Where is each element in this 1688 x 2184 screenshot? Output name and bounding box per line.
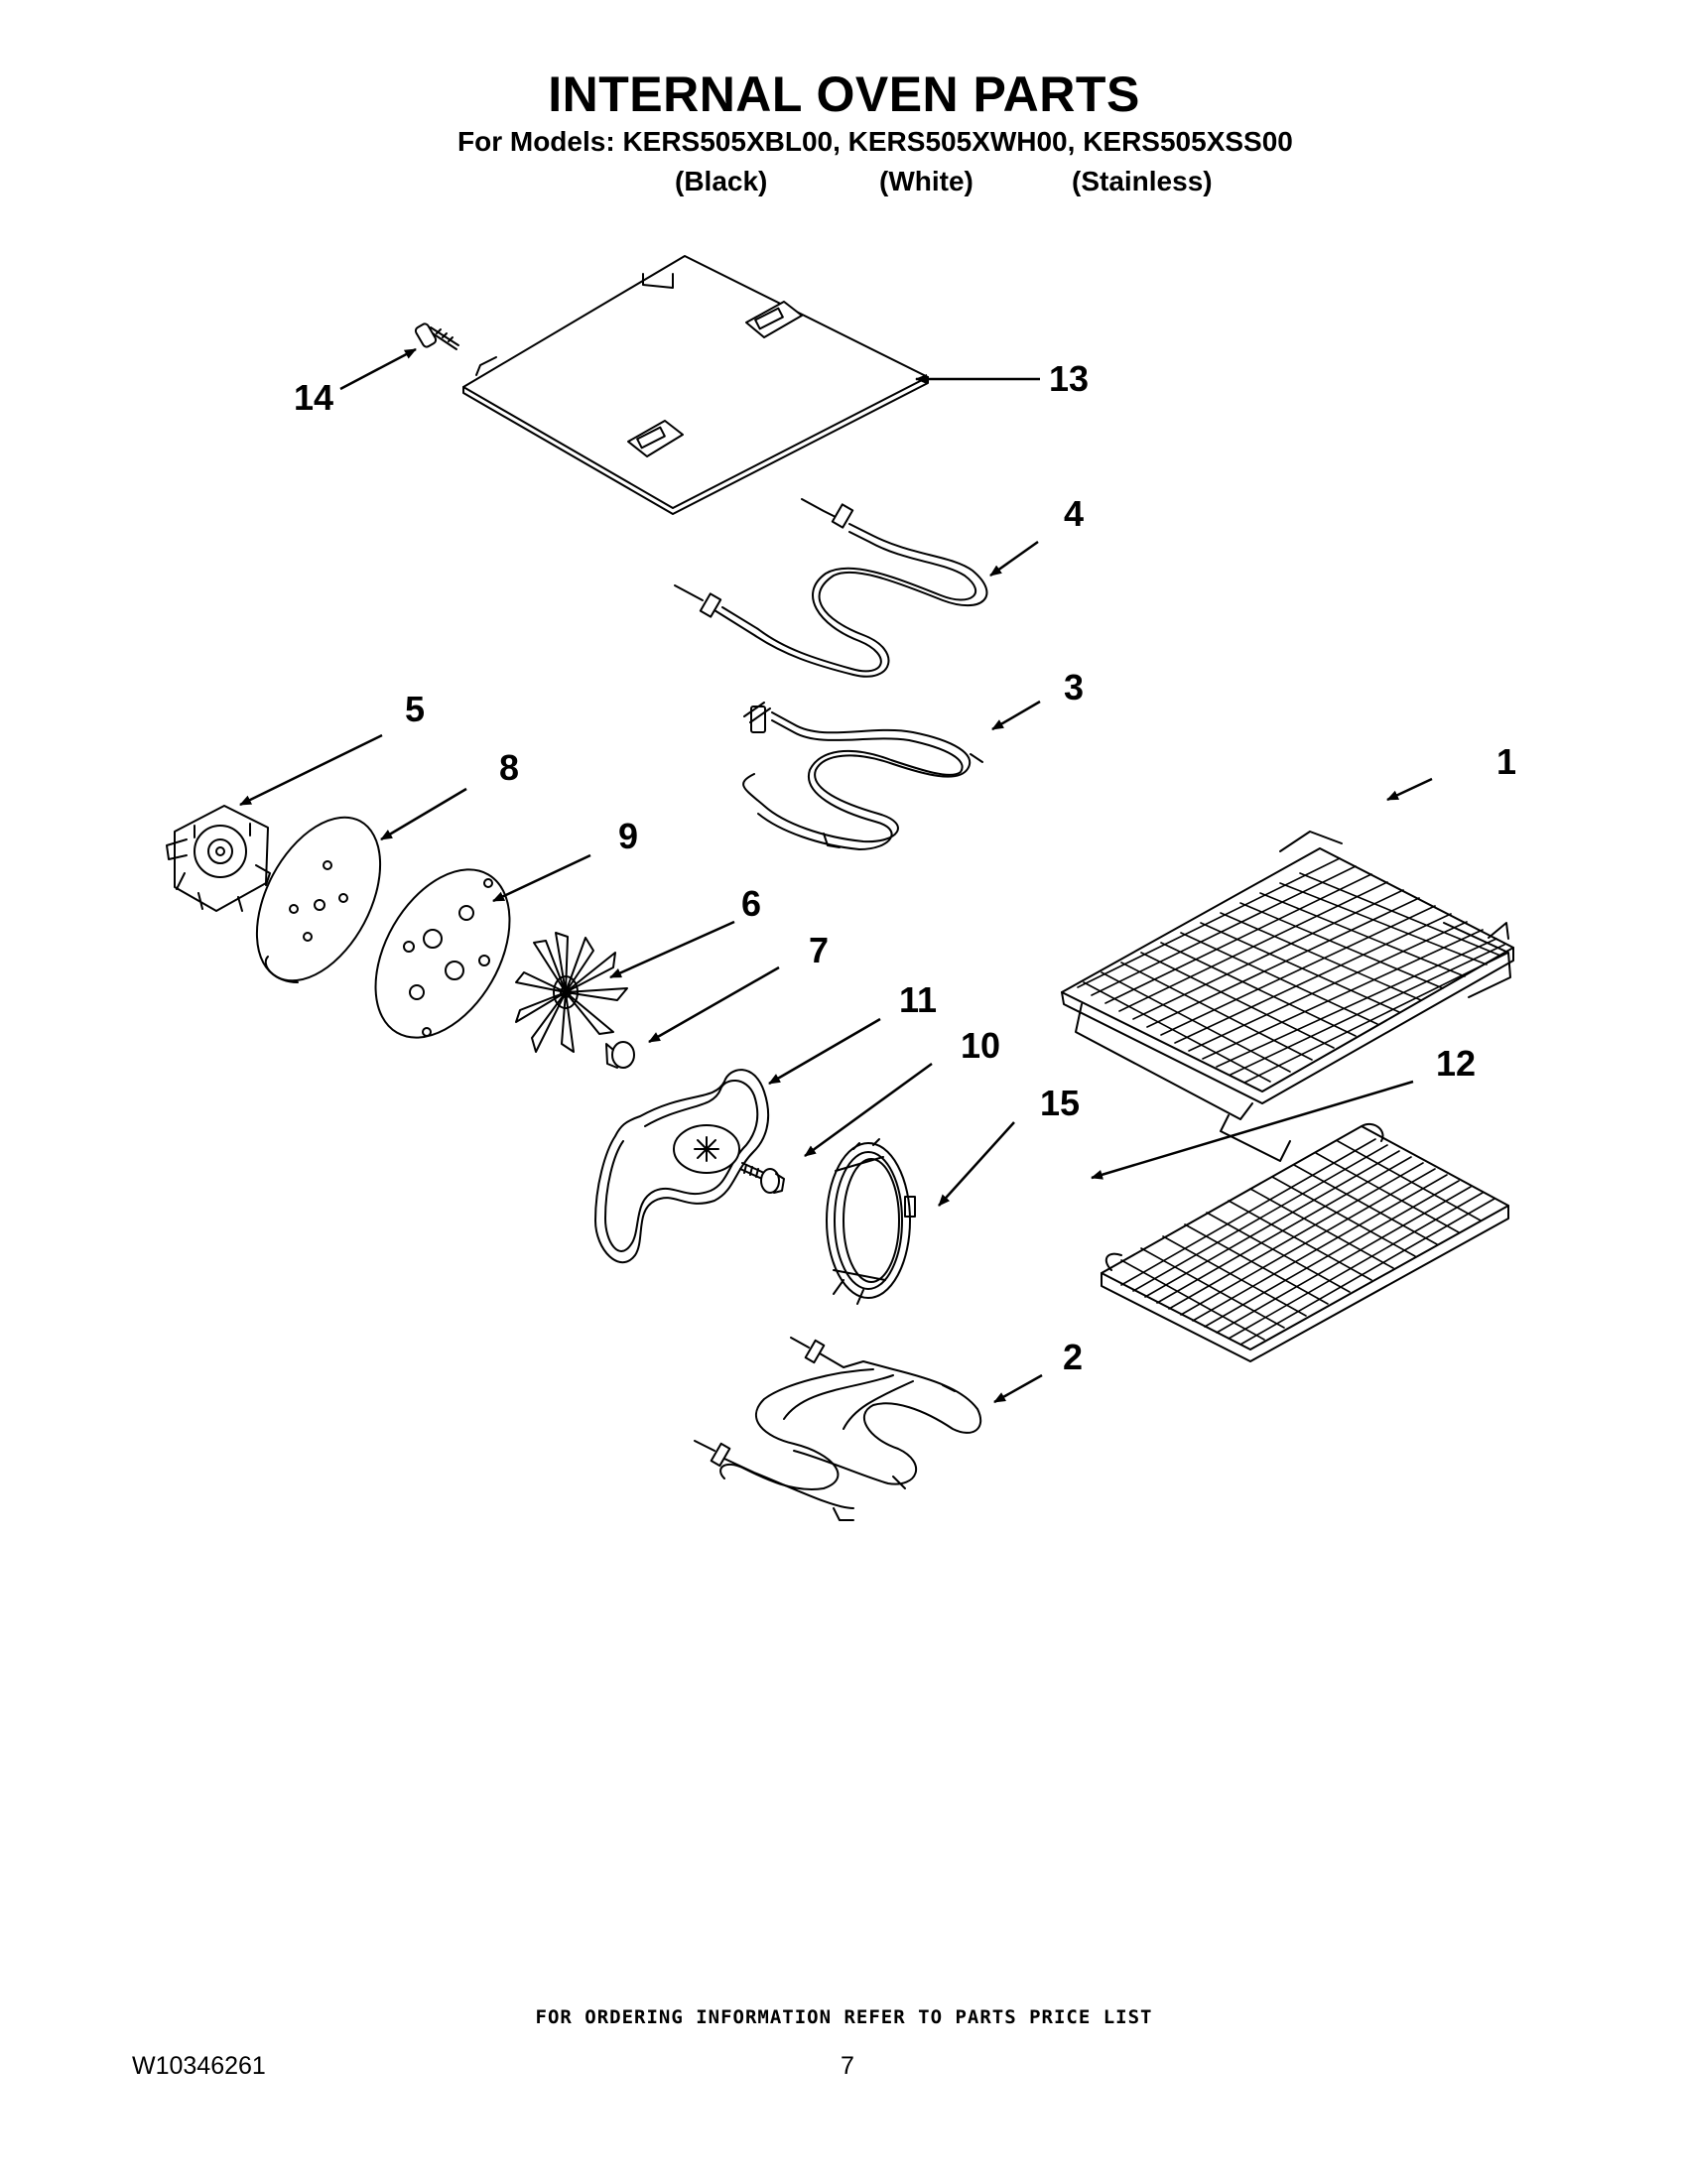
models-line: For Models: KERS505XBL00, KERS505XWH00, … [457, 126, 1293, 157]
leader-arrow-11 [768, 1017, 881, 1086]
oven-panel-drawing [462, 255, 929, 515]
fan-baffle-drawing [594, 1069, 770, 1263]
callout-15: 15 [1040, 1083, 1080, 1123]
bake-element-upper-drawing [742, 702, 983, 850]
callout-4: 4 [1064, 493, 1084, 534]
finish-stainless: (Stainless) [1072, 166, 1213, 196]
broil-element-drawing [674, 498, 988, 678]
leader-arrow-14 [339, 347, 417, 391]
page-number: 7 [841, 2052, 854, 2080]
leader-arrow-10 [804, 1062, 933, 1158]
gasket-plate-drawing [374, 868, 511, 1039]
finish-white: (White) [879, 166, 974, 196]
leader-arrow-1 [1386, 777, 1433, 802]
bake-element-lower-drawing [694, 1337, 982, 1521]
callout-14: 14 [294, 377, 333, 418]
leader-arrow-8 [380, 787, 467, 841]
bolt-drawing [739, 1162, 785, 1194]
leader-arrow-12 [1091, 1080, 1414, 1180]
leader-arrow-15 [938, 1121, 1015, 1207]
callout-3: 3 [1064, 667, 1084, 707]
callout-10: 10 [961, 1025, 1000, 1066]
leader-arrow-2 [993, 1373, 1043, 1404]
fan-cover-disc-drawing [255, 816, 382, 983]
callout-9: 9 [618, 816, 638, 856]
callout-12: 12 [1436, 1043, 1476, 1084]
leader-arrow-9 [492, 853, 591, 903]
leader-arrow-6 [609, 920, 735, 979]
convection-element-ring-drawing [826, 1138, 916, 1305]
oven-rack-2-drawing [1101, 1122, 1509, 1362]
leader-arrow-5 [239, 733, 383, 807]
callout-6: 6 [741, 883, 761, 924]
callout-11: 11 [899, 979, 937, 1020]
convection-motor-drawing [166, 805, 271, 912]
fan-blade-drawing [515, 932, 628, 1053]
callout-1: 1 [1496, 741, 1516, 782]
callout-5: 5 [405, 689, 425, 729]
fan-nut-drawing [605, 1041, 635, 1069]
oven-rack-1-drawing [1061, 831, 1514, 1162]
ordering-note: FOR ORDERING INFORMATION REFER TO PARTS … [535, 2006, 1153, 2028]
callout-13: 13 [1049, 358, 1089, 399]
callout-7: 7 [809, 930, 829, 970]
callout-8: 8 [499, 747, 519, 788]
finish-black: (Black) [675, 166, 768, 196]
document-number: W10346261 [132, 2052, 266, 2080]
leader-arrow-7 [648, 965, 780, 1044]
screw-drawing [414, 322, 459, 350]
leader-arrow-4 [989, 540, 1039, 578]
leader-arrow-3 [991, 700, 1041, 731]
callout-2: 2 [1063, 1337, 1083, 1377]
page-title: INTERNAL OVEN PARTS [548, 66, 1140, 122]
